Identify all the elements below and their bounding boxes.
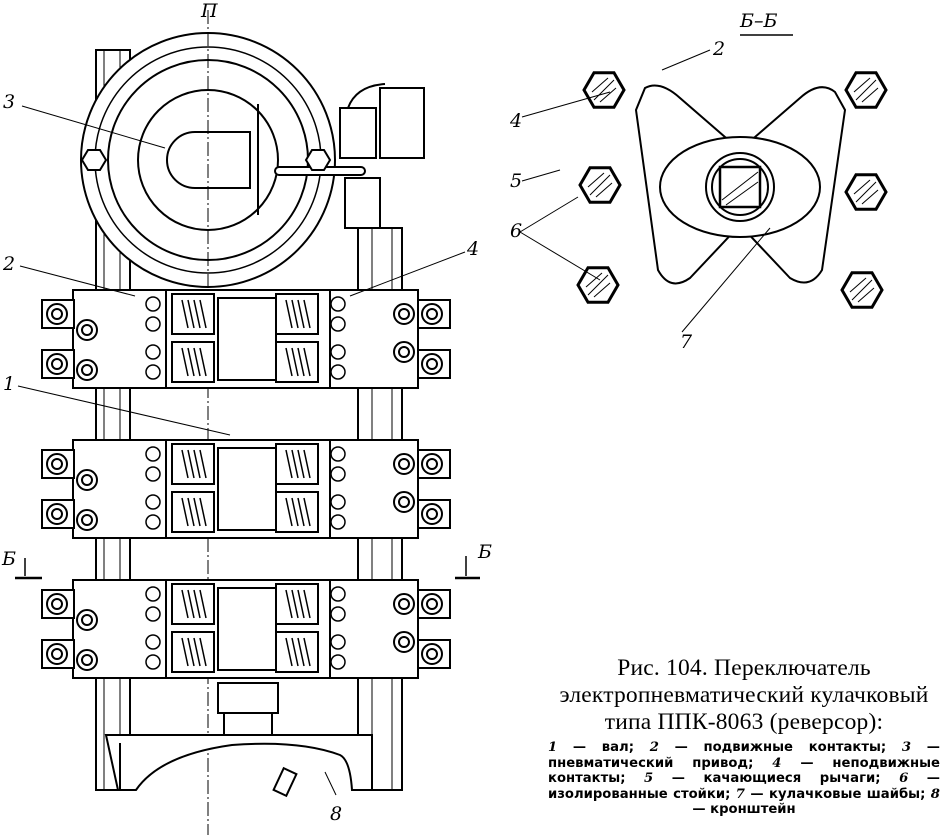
legend-number: 5	[644, 771, 654, 786]
callout-3: 3	[3, 91, 16, 113]
section-cut-marks	[15, 556, 480, 580]
section-view-drawing	[519, 34, 888, 333]
legend-item: 5 — качающиеся рычаги;	[644, 771, 900, 786]
section-mark-left: Б	[2, 548, 16, 570]
legend-number: 4	[772, 755, 782, 771]
legend-item: 6 — изолированные стойки;	[548, 771, 940, 802]
legend-text: неподвижные контакты	[548, 755, 940, 787]
legend-text: изолированные стойки	[548, 786, 726, 802]
insulator-hex	[844, 173, 888, 211]
callout-2-main: 2	[3, 253, 16, 275]
contactor-block	[41, 289, 451, 389]
caption-legend: 1 — вал; 2 — подвижные контакты; 3 — пне…	[548, 740, 940, 818]
leader-lines-main	[17, 105, 466, 796]
legend-number: 6	[899, 771, 909, 786]
legend-text: кронштейн	[710, 802, 796, 817]
caption-title: Рис. 104. Переключатель электропневматич…	[548, 655, 940, 736]
figure-caption: Рис. 104. Переключатель электропневматич…	[548, 655, 940, 818]
section-mark-right: Б	[478, 541, 492, 563]
insulator-hex	[840, 271, 884, 309]
legend-number: 3	[901, 740, 912, 755]
legend-text: качающиеся рычаги	[703, 771, 876, 786]
legend-text: кулачковые шайбы	[769, 786, 921, 802]
contactor-block	[41, 439, 451, 539]
legend-item: 2 — подвижные контакты;	[649, 740, 902, 755]
callout-5: 5	[510, 170, 523, 192]
contactor-block	[41, 579, 451, 679]
legend-item: 1 — вал;	[548, 740, 650, 755]
insulator-hex	[576, 266, 620, 304]
legend-item: 3 — пневматический привод;	[548, 740, 940, 771]
legend-text: вал	[601, 740, 629, 755]
legend-item: 8 — кронштейн	[692, 786, 940, 818]
callout-4-section: 4	[510, 110, 523, 132]
legend-text: пневматический привод	[548, 755, 749, 771]
pneumatic-drive	[80, 10, 425, 835]
legend-number: 2	[649, 740, 659, 755]
legend-number: 7	[735, 786, 745, 802]
callout-4-main: 4	[467, 238, 480, 260]
callout-6: 6	[510, 220, 523, 242]
callout-2-section: 2	[713, 38, 726, 60]
callout-8: 8	[330, 803, 343, 825]
figure-number: Рис. 104.	[617, 655, 708, 681]
callout-1: 1	[3, 373, 16, 395]
callout-7: 7	[680, 331, 693, 353]
hex-bolt-right	[304, 149, 332, 171]
insulator-hex	[844, 71, 888, 109]
figure-title: Переключатель электропневматический кула…	[559, 655, 929, 735]
legend-number: 8	[930, 786, 940, 802]
view-label-p: П	[201, 0, 218, 22]
section-title: Б–Б	[740, 10, 778, 32]
legend-item: 4 — неподвижные контакты;	[548, 755, 940, 787]
legend-item: 7 — кулачковые шайбы;	[735, 786, 931, 802]
hex-bolt-left	[80, 149, 108, 171]
legend-number: 1	[548, 740, 558, 755]
legend-text: подвижные контакты	[703, 740, 881, 755]
insulator-hex	[582, 71, 626, 109]
bracket	[104, 682, 373, 798]
contactor-blocks	[41, 289, 451, 679]
insulator-hex	[578, 166, 622, 204]
